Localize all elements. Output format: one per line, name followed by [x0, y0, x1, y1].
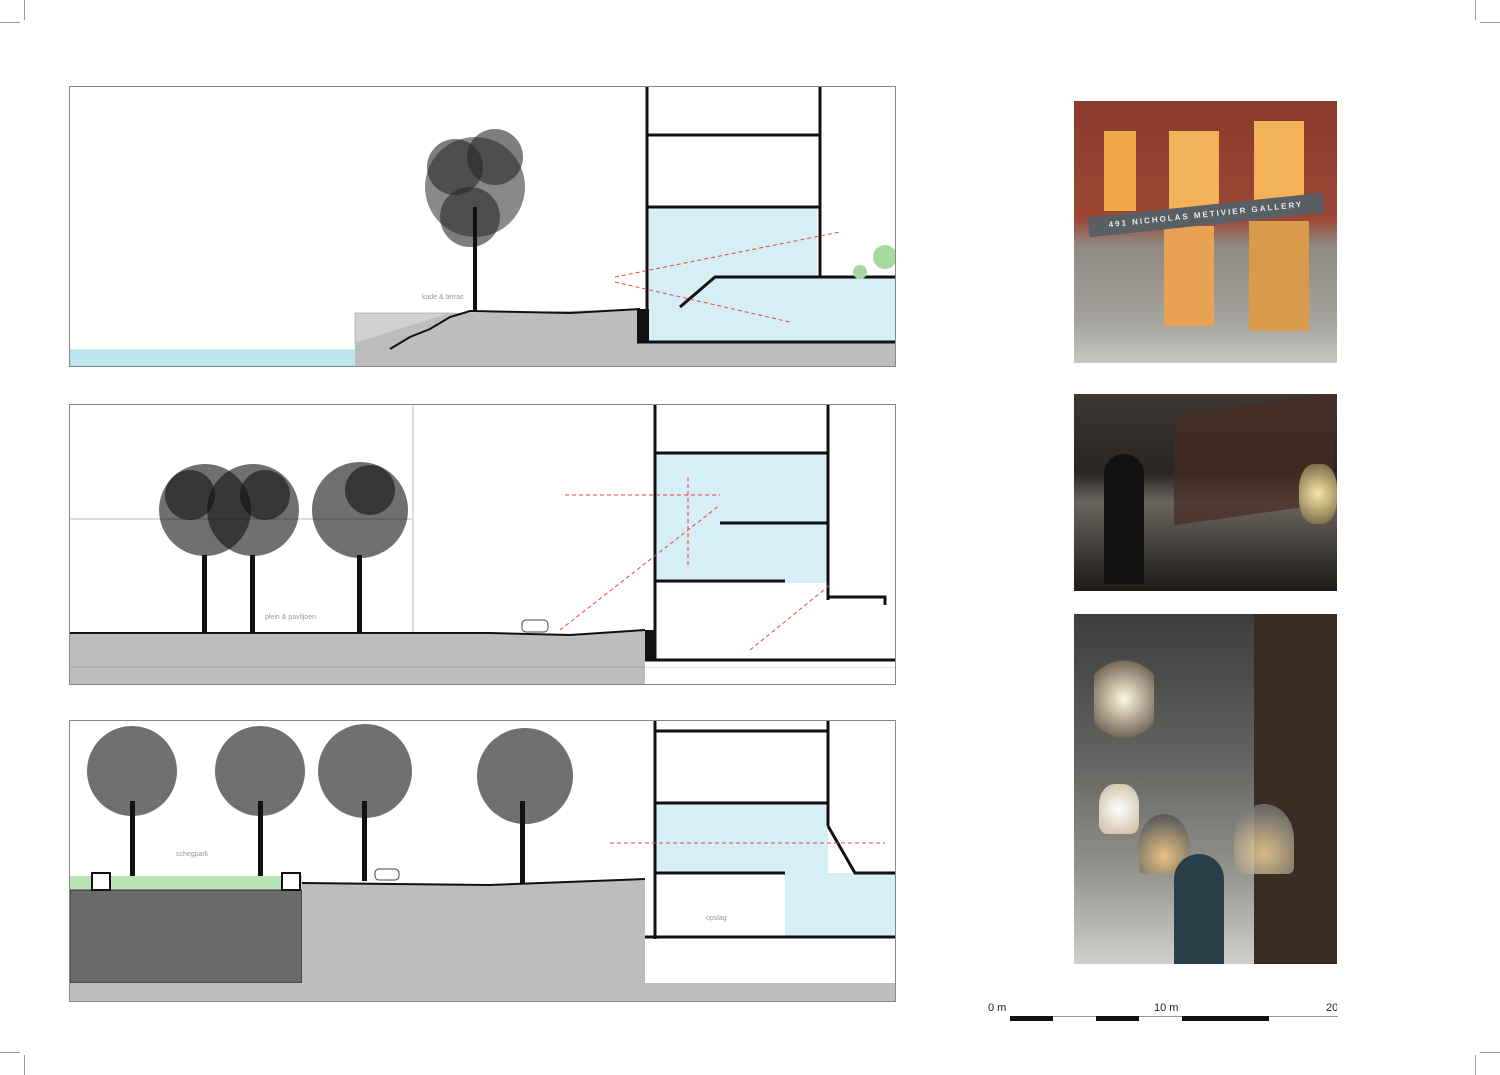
section-2-graphic: [70, 405, 895, 684]
section-3-graphic: [70, 721, 895, 1001]
scale-label-mid: 10 m: [1154, 1002, 1179, 1014]
section-1-graphic: [70, 87, 895, 366]
crop-mark: [1480, 1052, 1500, 1053]
crop-mark: [0, 22, 20, 23]
section-label: schegpark: [176, 851, 209, 858]
shop-interior-photo: [1074, 614, 1337, 964]
scale-segment: [1096, 1016, 1139, 1021]
restaurant-interior-photo: [1074, 394, 1337, 591]
crop-mark: [1480, 22, 1500, 23]
crop-mark: [24, 0, 25, 20]
scale-line: [1010, 1016, 1338, 1017]
scale-segment: [1182, 1016, 1269, 1021]
scale-segment: [1010, 1016, 1053, 1021]
section-drawing-1: kade & terras: [69, 86, 896, 367]
crop-mark: [24, 1055, 25, 1075]
section-label: opslag: [706, 915, 727, 922]
section-label: kade & terras: [422, 294, 464, 301]
crop-mark: [0, 1052, 20, 1053]
section-drawing-3: schegpark opslag: [69, 720, 896, 1002]
gallery-exterior-photo: 491 NICHOLAS METIVIER GALLERY: [1074, 101, 1337, 363]
section-drawing-2: plein & paviljoen: [69, 404, 896, 685]
scale-label-end: 20: [1326, 1002, 1337, 1014]
crop-mark: [1475, 0, 1476, 20]
section-label: plein & paviljoen: [265, 614, 316, 621]
scale-label-start: 0 m: [988, 1002, 1007, 1014]
crop-mark: [1475, 1055, 1476, 1075]
